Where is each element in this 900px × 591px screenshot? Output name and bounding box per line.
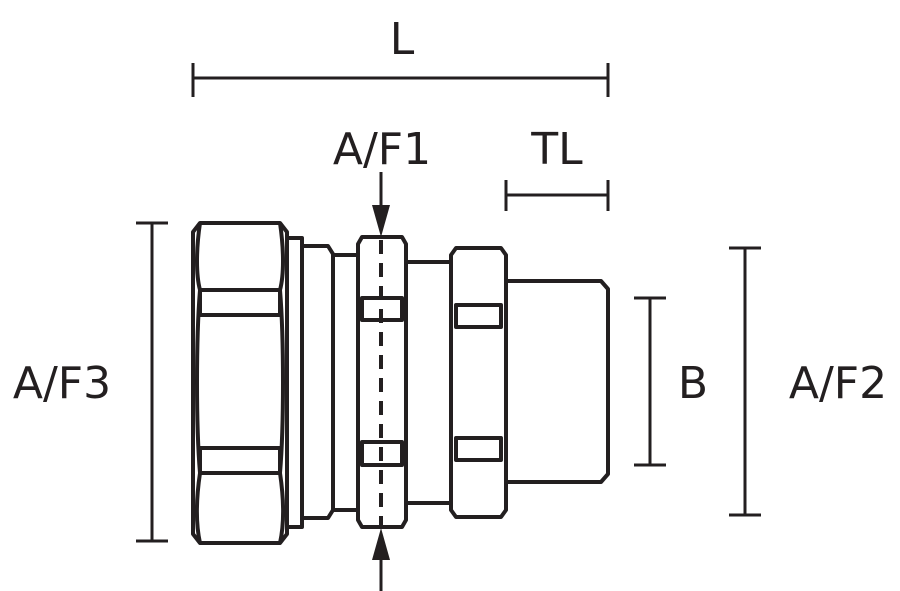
spigot — [504, 279, 610, 484]
dimension-AF2: A/F2 — [729, 246, 887, 517]
hex-af2-flat-bottom — [454, 436, 503, 462]
dimension-AF3: A/F3 — [13, 221, 168, 543]
label-AF1: A/F1 — [333, 124, 431, 175]
hex-af2 — [449, 246, 508, 519]
dimension-AF1: A/F1 — [333, 124, 431, 591]
label-TL: TL — [530, 124, 583, 175]
large-hex-flat-top — [198, 288, 282, 317]
arrow-down-icon — [372, 205, 390, 237]
collar — [285, 236, 304, 529]
large-hex-flat-bottom — [198, 446, 282, 475]
neck-2 — [404, 260, 453, 505]
arrow-up-icon — [372, 528, 390, 560]
fitting-drawing — [191, 221, 610, 545]
dimension-TL: TL — [504, 124, 610, 211]
label-B: B — [678, 358, 708, 409]
large-hex-nut — [191, 221, 289, 545]
dimension-B: B — [634, 296, 708, 467]
large-hex-facets — [195, 222, 285, 544]
hex-af2-flat-top — [454, 303, 503, 329]
label-AF3: A/F3 — [13, 358, 111, 409]
label-AF2: A/F2 — [789, 358, 887, 409]
label-L: L — [390, 14, 415, 65]
body-section — [300, 244, 335, 520]
dimension-L: L — [191, 14, 610, 97]
neck-1 — [331, 253, 360, 512]
